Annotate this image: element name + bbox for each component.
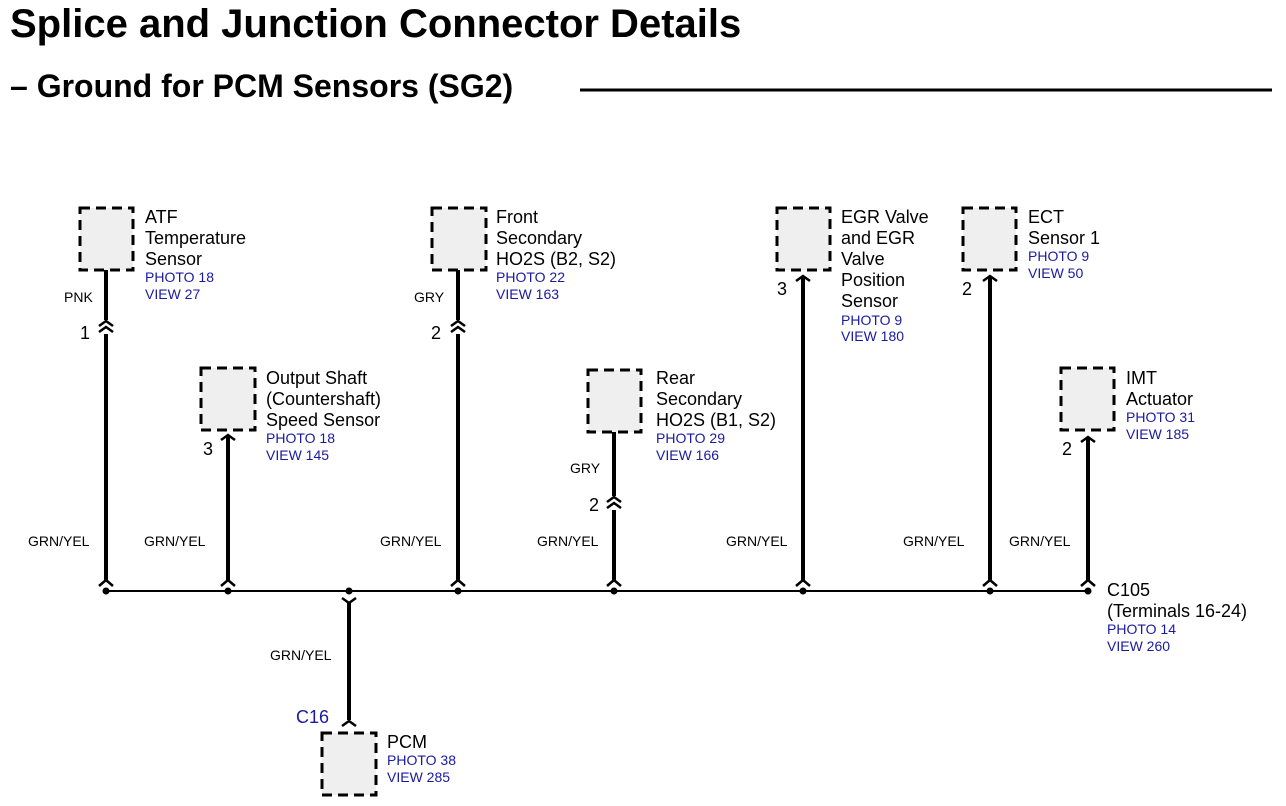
ect-wire-color-bottom: GRN/YEL [903,533,965,549]
rear-ho2s-view-ref[interactable]: VIEW 166 [656,447,719,463]
imt-view-ref[interactable]: VIEW 185 [1126,426,1189,442]
junction-photo-ref[interactable]: PHOTO 14 [1107,621,1176,637]
rear-ho2s-pin: 2 [589,495,599,515]
ect-photo-ref[interactable]: PHOTO 9 [1028,248,1089,264]
atf-photo-ref[interactable]: PHOTO 18 [145,269,214,285]
front-ho2s-view-ref[interactable]: VIEW 163 [496,286,559,302]
connector-box-rear-ho2s[interactable] [586,368,643,434]
rear-ho2s-photo-ref[interactable]: PHOTO 29 [656,430,725,446]
imt-name-line-1: IMT [1126,368,1157,388]
egr-wire-color-bottom: GRN/YEL [726,533,788,549]
pcm-name: PCM [387,732,427,752]
output-shaft-name-line-1: Output Shaft [266,368,367,388]
rear-ho2s-name-line-3: HO2S (B1, S2) [656,410,776,430]
component-imt: IMT Actuator PHOTO 31 VIEW 185 2 GRN/YEL [1009,366,1195,595]
front-ho2s-pin: 2 [431,323,441,343]
atf-name-line-3: Sensor [145,249,202,269]
pcm-wire-color: GRN/YEL [270,647,332,663]
connector-box-imt[interactable] [1059,366,1116,432]
component-front-ho2s: Front Secondary HO2S (B2, S2) PHOTO 22 V… [380,206,616,595]
component-egr: EGR Valve and EGR Valve Position Sensor … [726,206,929,595]
egr-name-line-2: and EGR [841,228,915,248]
front-ho2s-photo-ref[interactable]: PHOTO 22 [496,269,565,285]
junction-c105: C105 (Terminals 16-24) PHOTO 14 VIEW 260 [1107,580,1247,654]
atf-wire-color-bottom: GRN/YEL [28,533,90,549]
atf-wire-color-top: PNK [64,289,93,305]
front-ho2s-name-line-1: Front [496,207,538,227]
ect-name-line-2: Sensor 1 [1028,228,1100,248]
ect-name-line-1: ECT [1028,207,1064,227]
connector-box-output-shaft[interactable] [199,366,257,432]
junction-name-line-1: C105 [1107,580,1150,600]
page-title: Splice and Junction Connector Details [10,2,742,46]
pcm-view-ref[interactable]: VIEW 285 [387,769,450,785]
egr-name-line-3: Valve [841,249,885,269]
atf-view-ref[interactable]: VIEW 27 [145,286,200,302]
output-shaft-name-line-2: (Countershaft) [266,389,381,409]
front-ho2s-name-line-2: Secondary [496,228,582,248]
imt-wire-color-bottom: GRN/YEL [1009,533,1071,549]
output-shaft-pin: 3 [203,439,213,459]
front-ho2s-wire-color-bottom: GRN/YEL [380,533,442,549]
imt-photo-ref[interactable]: PHOTO 31 [1126,409,1195,425]
rear-ho2s-name-line-1: Rear [656,368,695,388]
component-pcm: GRN/YEL C16 PCM PHOTO 38 VIEW 285 [270,587,456,797]
egr-name-line-1: EGR Valve [841,207,929,227]
connector-box-front-ho2s[interactable] [430,206,488,272]
pcm-connector-id[interactable]: C16 [296,707,329,727]
egr-name-line-4: Position [841,270,905,290]
egr-photo-ref[interactable]: PHOTO 9 [841,312,902,328]
junction-name-line-2: (Terminals 16-24) [1107,601,1247,621]
rear-ho2s-wire-color-top: GRY [570,460,601,476]
egr-pin: 3 [777,279,787,299]
ect-view-ref[interactable]: VIEW 50 [1028,265,1083,281]
front-ho2s-name-line-3: HO2S (B2, S2) [496,249,616,269]
output-shaft-photo-ref[interactable]: PHOTO 18 [266,430,335,446]
atf-name-line-2: Temperature [145,228,246,248]
output-shaft-name-line-3: Speed Sensor [266,410,380,430]
component-ect: ECT Sensor 1 PHOTO 9 VIEW 50 2 GRN/YEL [903,206,1100,595]
connector-box-pcm[interactable] [320,731,378,797]
connector-box-egr[interactable] [775,206,832,272]
page-subtitle: – Ground for PCM Sensors (SG2) [10,68,514,104]
connector-box-atf[interactable] [78,206,135,272]
atf-name-line-1: ATF [145,207,178,227]
rear-ho2s-name-line-2: Secondary [656,389,742,409]
front-ho2s-wire-color-top: GRY [414,289,445,305]
imt-name-line-2: Actuator [1126,389,1193,409]
ect-pin: 2 [962,279,972,299]
pcm-photo-ref[interactable]: PHOTO 38 [387,752,456,768]
output-shaft-wire-color-bottom: GRN/YEL [144,533,206,549]
egr-name-line-5: Sensor [841,291,898,311]
component-rear-ho2s: Rear Secondary HO2S (B1, S2) PHOTO 29 VI… [537,368,776,595]
component-output-shaft: Output Shaft (Countershaft) Speed Sensor… [144,366,381,595]
output-shaft-view-ref[interactable]: VIEW 145 [266,447,329,463]
component-atf: ATF Temperature Sensor PHOTO 18 VIEW 27 … [28,206,246,595]
connector-box-ect[interactable] [961,206,1018,272]
atf-pin: 1 [80,323,90,343]
egr-view-ref[interactable]: VIEW 180 [841,328,904,344]
junction-view-ref[interactable]: VIEW 260 [1107,638,1170,654]
imt-pin: 2 [1062,439,1072,459]
rear-ho2s-wire-color-bottom: GRN/YEL [537,533,599,549]
